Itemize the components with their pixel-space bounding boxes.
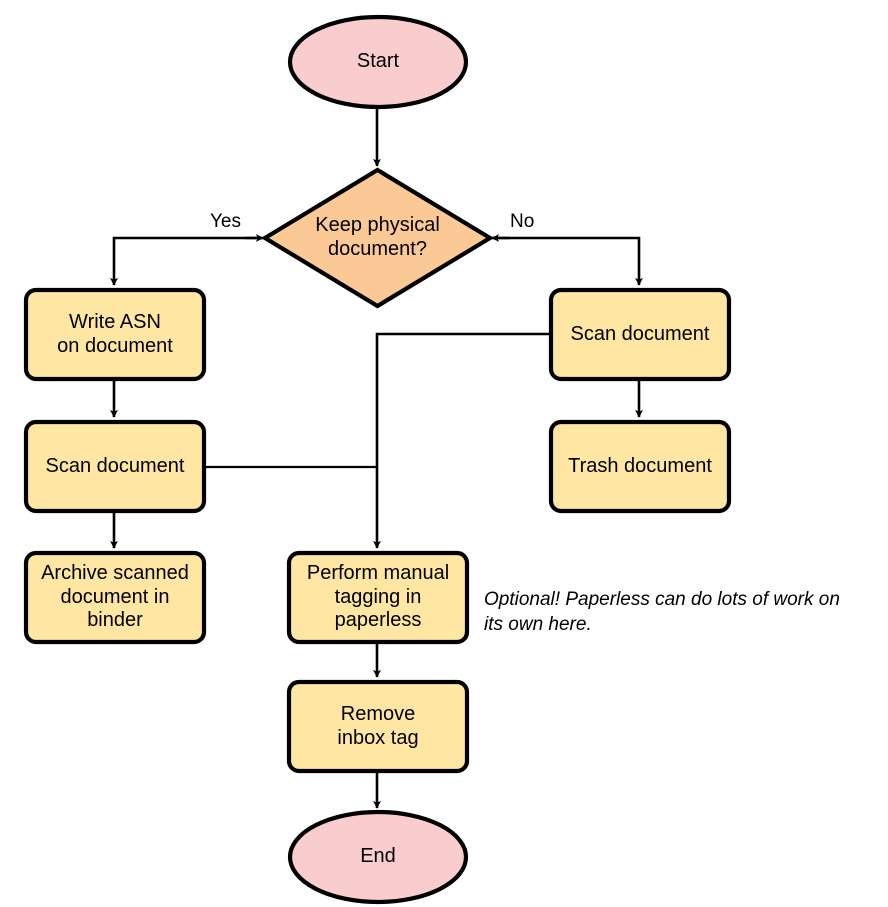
node-end[interactable] [287, 809, 469, 905]
edge-label-yes: Yes [210, 211, 241, 232]
nodes-layer [23, 14, 732, 905]
edge-label-no: No [510, 211, 535, 232]
node-keep-physical-document[interactable] [260, 167, 495, 309]
edges-layer [110, 107, 643, 809]
edge-decision-to-write-asn [110, 236, 262, 286]
node-remove-inbox-tag[interactable] [286, 679, 470, 774]
edge-scan-right-to-tagging [373, 332, 551, 549]
node-write-asn[interactable] [23, 287, 207, 382]
node-start[interactable] [287, 14, 469, 110]
optional-note: Optional! Paperless can do lots of work … [484, 589, 840, 636]
node-manual-tagging[interactable] [286, 550, 470, 645]
node-scan-document-left[interactable] [23, 419, 207, 514]
node-trash-document[interactable] [548, 419, 732, 514]
node-scan-document-right[interactable] [548, 287, 732, 382]
node-archive-binder[interactable] [23, 550, 207, 645]
edge-decision-to-scan-right [493, 236, 643, 286]
